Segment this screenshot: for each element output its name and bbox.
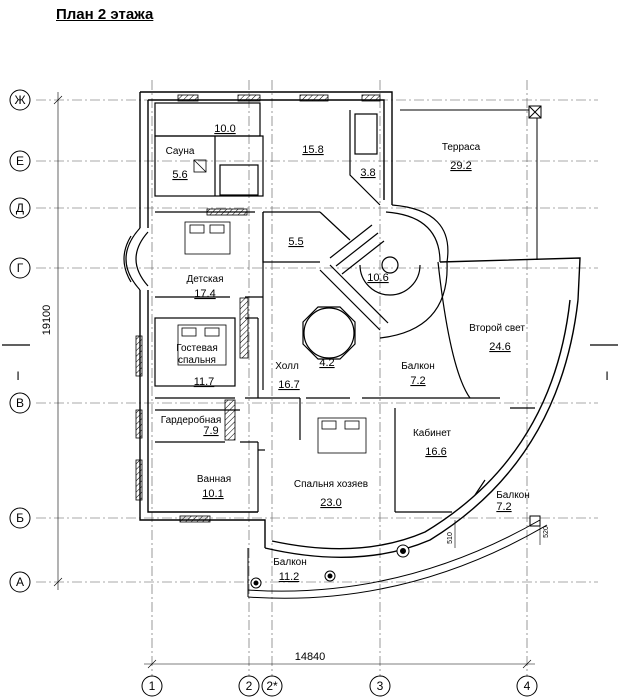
room-name-master-bedroom: Спальня хозяев [294,479,368,490]
svg-text:1: 1 [149,679,156,693]
room-area-10-0: 10.0 [214,123,235,135]
stair-tower [319,204,449,339]
room-area-sauna: 5.6 [172,169,187,181]
room-area-15-8: 15.8 [302,144,323,156]
axis-marker-e: Е [9,150,31,172]
room-area-balcony-1: 7.2 [410,375,425,387]
axis-marker-4: 4 [516,675,538,697]
axis-marker-3: 3 [369,675,391,697]
furniture [135,94,381,523]
row-axes: Ж Е Д Г В Б А [9,89,31,593]
axis-marker-1: 1 [141,675,163,697]
svg-text:Ж: Ж [14,93,25,107]
room-area-balcony-2: 7.2 [496,501,511,513]
room-name-balcony-1: Балкон [401,361,435,372]
room-name-balcony-3: Балкон [273,557,307,568]
height-dimension: 19100 [41,305,53,336]
room-area-hall: 16.7 [278,379,299,391]
svg-text:2: 2 [246,679,253,693]
svg-text:А: А [16,575,24,589]
room-area-cabinet: 16.6 [425,446,446,458]
dim-510: 510 [447,532,454,544]
svg-text:Б: Б [16,511,24,525]
balcony-columns [250,515,541,589]
axis-marker-2star: 2* [261,675,283,697]
balcony-rail [247,519,548,599]
room-name-guest-1: Гостевая [176,343,218,354]
axis-marker-d: Д [9,197,31,219]
room-area-3-8: 3.8 [360,167,375,179]
grid-lines [36,80,598,676]
svg-text:В: В [16,396,24,410]
room-area-guest: 11.7 [194,376,215,388]
dim-520: 520 [543,526,550,538]
svg-text:2*: 2* [266,679,278,693]
page-title: План 2 этажа [56,6,154,23]
axis-marker-b: Б [9,507,31,529]
room-area-bathroom: 10.1 [202,488,223,500]
section-label-left: I [16,369,19,383]
room-name-bathroom: Ванная [197,474,231,485]
terrace [400,105,542,260]
room-name-balcony-2: Балкон [496,490,530,501]
room-labels: 10.0 Сауна 5.6 15.8 3.8 Терраса 29.2 5.5… [161,123,530,583]
room-name-second-light: Второй свет [469,323,525,334]
room-name-hall: Холл [275,361,299,372]
room-name-wardrobe: Гардеробная [161,414,222,426]
section-label-right: I [605,369,608,383]
svg-text:4: 4 [524,679,531,693]
axis-marker-zh: Ж [9,89,31,111]
room-area-second-light: 24.6 [489,341,510,353]
svg-text:3: 3 [377,679,384,693]
room-area-balcony-3: 11.2 [279,571,300,583]
room-area-terrace: 29.2 [450,160,471,172]
room-name-cabinet: Кабинет [413,427,451,439]
hall-round [302,306,356,360]
svg-text:Г: Г [17,261,24,275]
interior-walls [154,102,535,513]
dimension-lines [53,92,541,669]
room-area-5-5: 5.5 [288,236,303,248]
room-area-10-6: 10.6 [367,272,388,284]
axis-marker-2: 2 [238,675,260,697]
room-area-children: 17.4 [194,288,215,300]
room-name-terrace: Терраса [442,142,481,153]
axis-marker-g: Г [9,257,31,279]
axis-marker-v: В [9,392,31,414]
room-name-sauna: Сауна [166,146,195,157]
col-axes: 1 2 2* 3 4 [141,675,538,697]
room-area-wardrobe: 7.9 [203,425,218,437]
room-name-guest-2: спальня [178,355,216,366]
svg-text:Д: Д [16,201,24,215]
width-dimension: 14840 [295,651,326,663]
svg-text:Е: Е [16,154,24,168]
bay-window-left [123,227,149,291]
room-area-4-2: 4.2 [319,357,334,369]
axis-marker-a: А [9,571,31,593]
room-name-children: Детская [186,274,223,285]
room-area-master-bedroom: 23.0 [320,497,341,509]
